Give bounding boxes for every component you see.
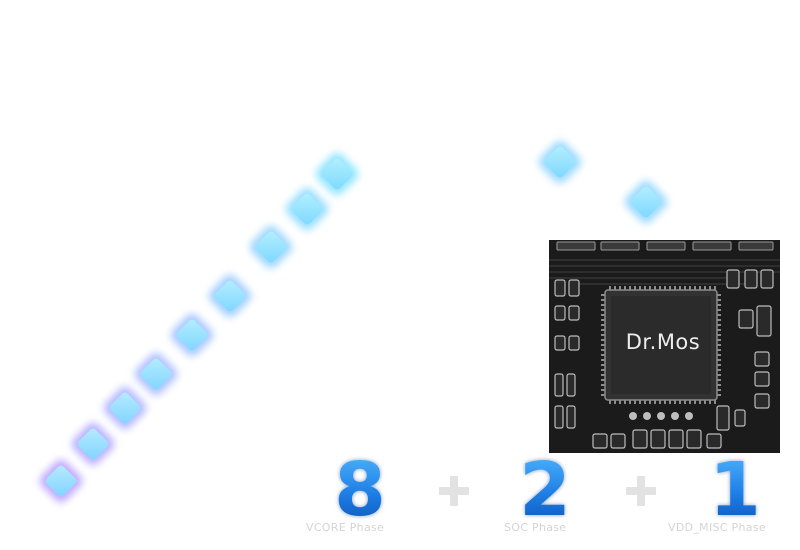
vcore-glow-tile bbox=[134, 352, 178, 396]
drmos-chip-image bbox=[549, 240, 780, 453]
soc-glow-tile bbox=[624, 180, 668, 224]
plus-icon bbox=[626, 476, 656, 506]
drmos-chip-label: Dr.Mos bbox=[625, 330, 701, 354]
plus-icon bbox=[439, 476, 469, 506]
chip-package bbox=[604, 289, 718, 401]
vcore-glow-tile bbox=[71, 422, 115, 466]
soc-phase-count: 2 bbox=[500, 448, 590, 532]
soc-phase-glow-group bbox=[538, 140, 668, 224]
vcore-phase-count: 8 bbox=[315, 448, 405, 532]
vcore-phase-label: VCORE Phase bbox=[306, 521, 385, 534]
vcore-glow-tile bbox=[103, 386, 147, 430]
vcore-phase-glow-group bbox=[39, 152, 359, 503]
vcore-glow-tile bbox=[39, 459, 83, 503]
soc-phase-label: SOC Phase bbox=[504, 521, 567, 534]
vcore-glow-tile bbox=[208, 274, 252, 318]
soc-glow-tile bbox=[538, 140, 582, 184]
vdd-misc-phase-count: 1 bbox=[690, 448, 780, 532]
vcore-glow-tile bbox=[170, 313, 214, 357]
vcore-glow-tile bbox=[285, 187, 329, 231]
vcore-glow-tile bbox=[315, 152, 359, 196]
pcb-circuit-drawing bbox=[549, 240, 780, 453]
vcore-glow-tile bbox=[249, 225, 293, 269]
vdd-misc-phase-label: VDD_MISC Phase bbox=[668, 521, 766, 534]
